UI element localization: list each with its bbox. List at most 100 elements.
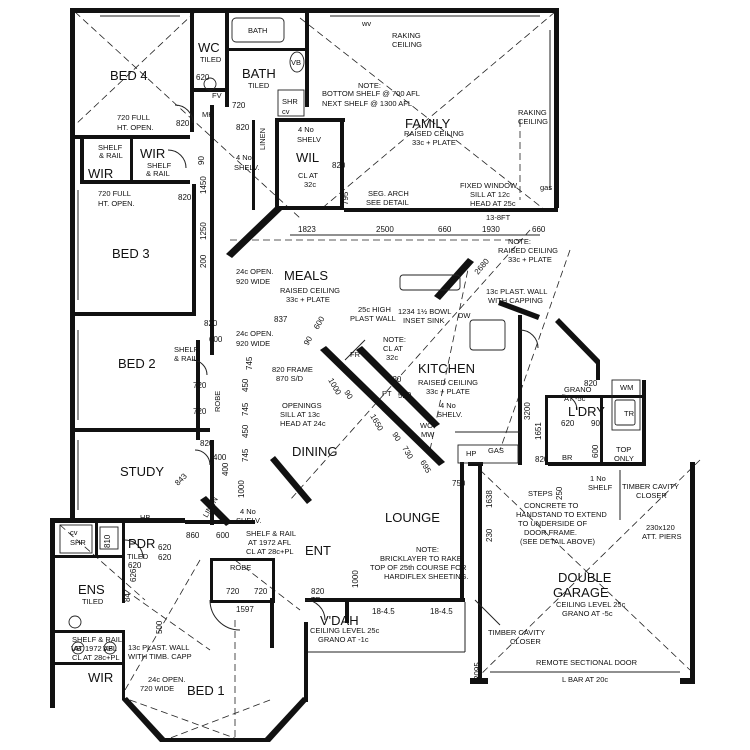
shelf-rail-3: SHELF — [147, 161, 172, 170]
robe-lower-label: ROBE — [230, 563, 251, 572]
dim-90e: 90 — [591, 419, 600, 428]
dim-400b: 400 — [221, 462, 230, 476]
dim-1250: 1250 — [199, 222, 208, 240]
kit-shelv-2: SHELV. — [437, 410, 462, 419]
kit-ceiling-1: RAISED CEILING — [418, 378, 478, 387]
dim-1450: 1450 — [199, 176, 208, 194]
ens-plast-2: WITH TIMB. CAPP — [128, 652, 192, 661]
timber-closer-2: CLOSER — [636, 491, 667, 500]
top-only-1: TOP — [616, 445, 631, 454]
dim-1650: 1650 — [368, 413, 385, 433]
dim-745b: 745 — [241, 402, 250, 416]
four-no-shelv-2: SHELV. — [234, 163, 259, 172]
bath-tiled-note: TILED — [248, 81, 270, 90]
ent-shelf-3: CL AT 28c+PL — [246, 547, 294, 556]
dim-1651: 1651 — [534, 422, 543, 440]
room-family: FAMILY — [405, 116, 451, 131]
dim-450a: 450 — [241, 378, 250, 392]
vdah-ceiling: CEILING LEVEL 25c — [310, 626, 380, 635]
dim-620c: 620 — [158, 543, 172, 552]
dim-820e: 820 — [204, 319, 218, 328]
family-ceiling-2: 33c + PLATE — [412, 138, 456, 147]
grano-1: GRANO — [564, 385, 592, 394]
mh-label: MH — [202, 110, 214, 119]
linen-label: LINEN — [258, 128, 267, 150]
dim-520a: 520 — [388, 375, 402, 384]
open920b-1: 24c OPEN. — [236, 329, 274, 338]
bed1-open-1: 24c OPEN. — [148, 675, 186, 684]
dim-1845b: 18-4.5 — [430, 607, 453, 616]
room-ent: ENT — [305, 543, 331, 558]
bed4-open-2: HT. OPEN. — [117, 123, 154, 132]
room-kitchen: KITCHEN — [418, 361, 475, 376]
dim-620b: 620 — [561, 419, 575, 428]
garage-grano: GRANO AT -5c — [562, 609, 613, 618]
microwave-label: MW — [421, 430, 435, 439]
dim-837: 837 — [274, 315, 288, 324]
shower-label: SHR — [282, 97, 298, 106]
raking-right-note-2: CEILING — [518, 117, 548, 126]
dim-795: 795 — [341, 191, 350, 205]
ceiling-lines — [59, 11, 701, 742]
pantry-label: PT — [382, 389, 392, 398]
open920b-2: 920 WIDE — [236, 339, 270, 348]
trough-label: TR — [624, 409, 635, 418]
dim-620d: 620 — [128, 561, 142, 570]
family-ceiling-1: RAISED CEILING — [404, 129, 464, 138]
kit-note-3: 33c + PLATE — [508, 255, 552, 264]
dim-600c: 600 — [591, 444, 600, 458]
dim-720e: 720 — [254, 587, 268, 596]
dim-600a: 600 — [312, 314, 327, 331]
ens-tiled-note: TILED — [82, 597, 104, 606]
dim-400a: 400 — [213, 453, 227, 462]
room-wil: WIL — [296, 150, 319, 165]
ent-shelf-2: AT 1972 AFL — [248, 538, 291, 547]
brick-3: TOP OF 25th COURSE FOR — [370, 563, 467, 572]
dim-745a: 745 — [245, 356, 254, 370]
shelf-note-1: NOTE: — [358, 81, 381, 90]
dim-820b: 820 — [236, 123, 250, 132]
ens-plast-1: 13c PLAST. WALL — [128, 643, 189, 652]
plan-notes: TILED TILED RAKING CEILING RAKING CEILIN… — [72, 31, 681, 693]
raking-ceiling-note-1: RAKING — [392, 31, 421, 40]
hotplate-label: HP — [466, 449, 476, 458]
plast-wall-1: 13c PLAST. WALL — [486, 287, 547, 296]
dim-520b: 520 — [398, 391, 412, 400]
dim-90b: 90 — [302, 334, 315, 347]
fixed-window-1: FIXED WINDOW — [460, 181, 518, 190]
meals-ceiling-2: 33c + PLATE — [286, 295, 330, 304]
garage-ceiling: CEILING LEVEL 25c — [556, 600, 626, 609]
bed3-open-2: HT. OPEN. — [98, 199, 135, 208]
bath-tub-label: BATH — [248, 26, 267, 35]
shelf-rail-1: SHELF — [98, 143, 123, 152]
meals-ceiling-1: RAISED CEILING — [280, 286, 340, 295]
shelf-rail-4: & RAIL — [146, 169, 170, 178]
room-labels: BED 4 WC BATH FAMILY WIR WIR WIL BED 3 M… — [78, 40, 612, 698]
fixture-outlines — [59, 15, 680, 673]
dim-1000a: 1000 — [326, 377, 343, 397]
room-bed2: BED 2 — [118, 356, 156, 371]
dim-500: 500 — [155, 620, 164, 634]
seg-arch-2: SEE DETAIL — [366, 198, 409, 207]
linen-shelv-2: SHELV. — [236, 516, 261, 525]
dim-90c: 90 — [342, 389, 355, 402]
tf-label: TF — [311, 595, 321, 604]
frame-1: 820 FRAME — [272, 365, 313, 374]
timber-closer-1: TIMBER CAVITY — [622, 482, 679, 491]
high-plast-2: PLAST WALL — [350, 314, 396, 323]
wal-arc-note: 13-8FT — [486, 213, 511, 222]
dim-1597: 1597 — [236, 605, 254, 614]
fridge-label: FR — [350, 350, 361, 359]
sink-1: 1234 1½ BOWL — [398, 307, 451, 316]
dim-720a: 720 — [232, 101, 246, 110]
vanity-basin-label: VB — [291, 58, 301, 67]
kit-shelv-1: 4 No — [440, 401, 456, 410]
room-ldry: L'DRY — [568, 404, 605, 419]
four-no-shelv-1: 4 No — [236, 153, 252, 162]
dim-620a: 620 — [196, 73, 210, 82]
vb-ens-1-label: VB — [71, 644, 81, 653]
dim-720d: 720 — [226, 587, 240, 596]
wil-shelv-1: 4 No — [298, 125, 314, 134]
room-wir-upper-2: WIR — [88, 166, 113, 181]
